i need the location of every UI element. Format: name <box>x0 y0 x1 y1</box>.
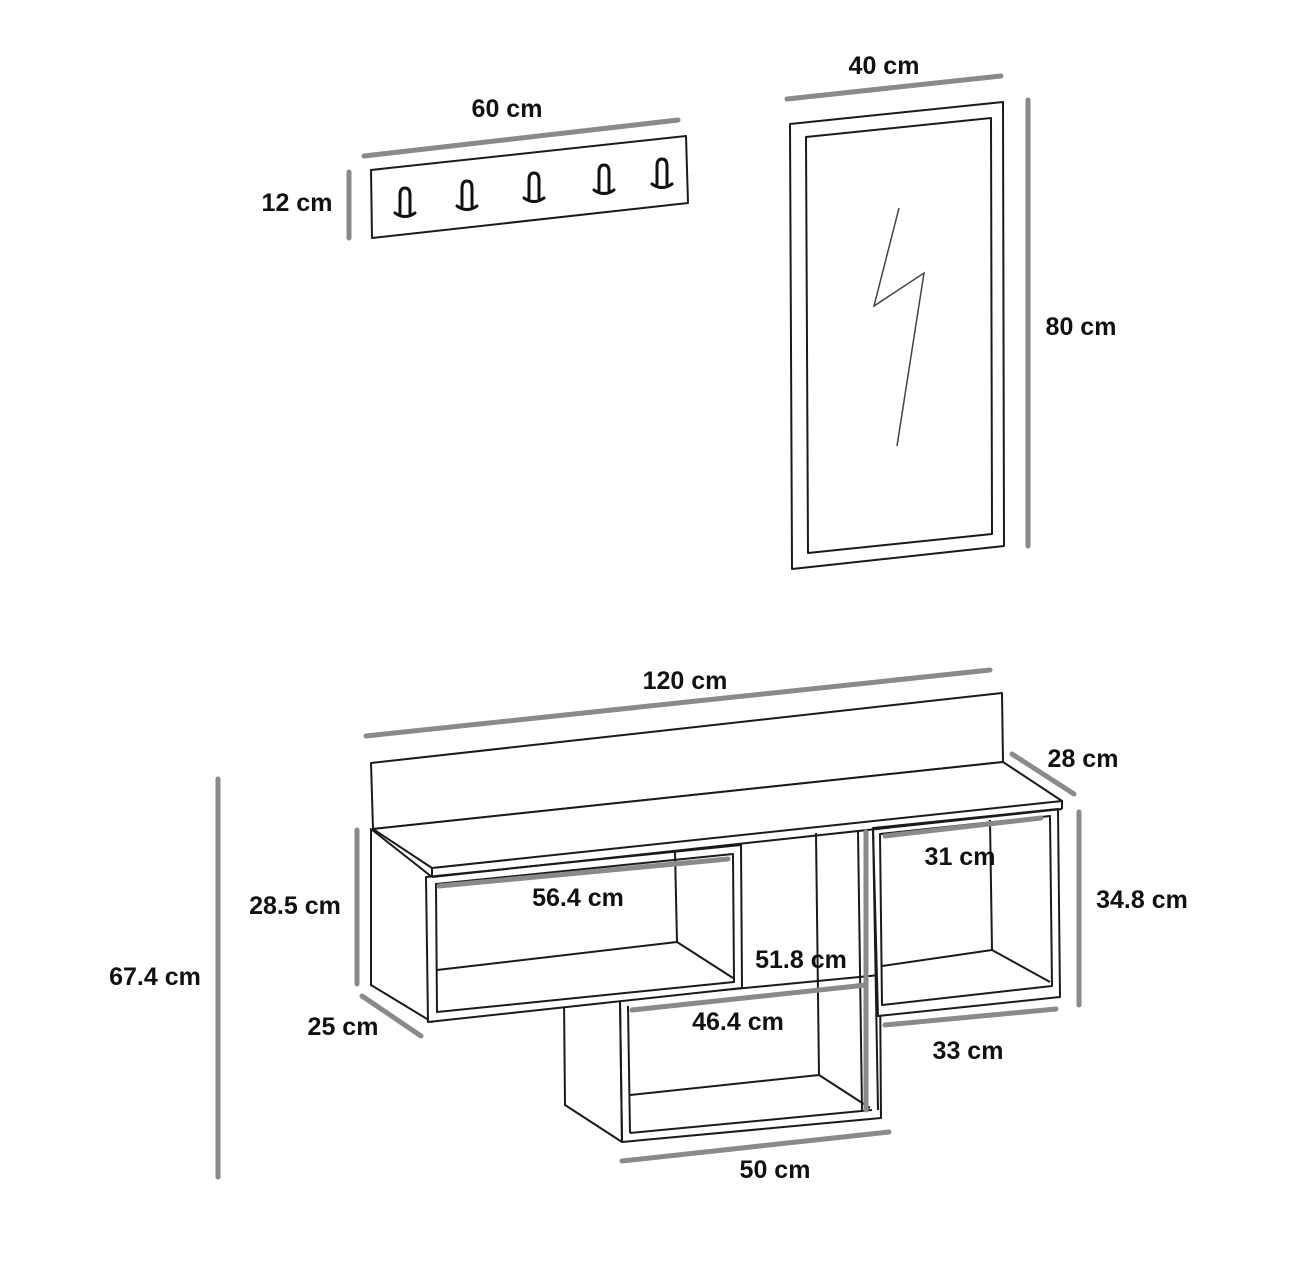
mirror-width-dimension-line <box>784 73 1004 102</box>
hook-icon <box>393 186 417 218</box>
mirror: 40 cm 80 cm <box>784 52 1117 570</box>
cabinet-dimension-lines <box>215 667 1082 1180</box>
coat-rack-width-label: 60 cm <box>472 95 543 123</box>
right-box-front <box>872 808 1061 1017</box>
cabinet-total-height-label: 67.4 cm <box>109 963 201 991</box>
left-inner-width-dimension-line <box>436 856 731 889</box>
coat-rack-height-label: 12 cm <box>262 189 333 217</box>
mirror-width-label: 40 cm <box>849 52 920 80</box>
cabinet-depth-label: 28 cm <box>1048 745 1119 773</box>
center-box-left-side <box>563 999 623 1143</box>
cabinet-width-dimension-line <box>363 667 993 739</box>
mirror-reflection-icon <box>872 207 926 447</box>
hook-icon <box>592 163 616 195</box>
coat-rack-width-dimension-line <box>361 117 681 159</box>
right-outer-width-dimension-line <box>882 1006 1059 1028</box>
right-inner-width-label: 31 cm <box>925 843 996 871</box>
center-inner-width-label: 46.4 cm <box>692 1008 784 1036</box>
right-height-label: 34.8 cm <box>1096 886 1188 914</box>
left-depth-dimension-line <box>359 993 424 1039</box>
coat-rack: 60 cm 12 cm <box>262 95 689 241</box>
center-height-label: 51.8 cm <box>755 946 847 974</box>
cabinet-left-box <box>370 828 743 1023</box>
cabinet: 120 cm 28 cm 67.4 cm 28.5 cm 25 cm 56.4 … <box>109 667 1188 1184</box>
right-outer-width-label: 33 cm <box>933 1037 1004 1065</box>
cabinet-dimension-labels: 120 cm 28 cm 67.4 cm 28.5 cm 25 cm 56.4 … <box>109 667 1188 1184</box>
left-box-opening <box>435 853 735 1013</box>
cabinet-width-label: 120 cm <box>643 667 728 695</box>
mirror-height-label: 80 cm <box>1046 313 1117 341</box>
left-height-label: 28.5 cm <box>249 892 341 920</box>
cabinet-depth-dimension-line <box>1009 751 1077 797</box>
hook-icon <box>650 157 674 189</box>
coat-rack-board <box>370 135 689 239</box>
left-depth-label: 25 cm <box>308 1013 379 1041</box>
left-inner-width-label: 56.4 cm <box>532 884 624 912</box>
hook-icon <box>455 179 479 211</box>
center-inner-width-dimension-line <box>629 982 869 1013</box>
center-outer-width-dimension-line <box>619 1129 892 1164</box>
center-box-front <box>619 974 882 1143</box>
right-inner-width-dimension-line <box>882 815 1044 839</box>
mirror-frame <box>789 101 1005 570</box>
mirror-glass <box>805 117 993 554</box>
cabinet-right-box <box>857 808 1061 1111</box>
hook-icon <box>522 171 546 203</box>
center-outer-width-label: 50 cm <box>740 1156 811 1184</box>
coat-rack-hooks <box>393 157 674 218</box>
